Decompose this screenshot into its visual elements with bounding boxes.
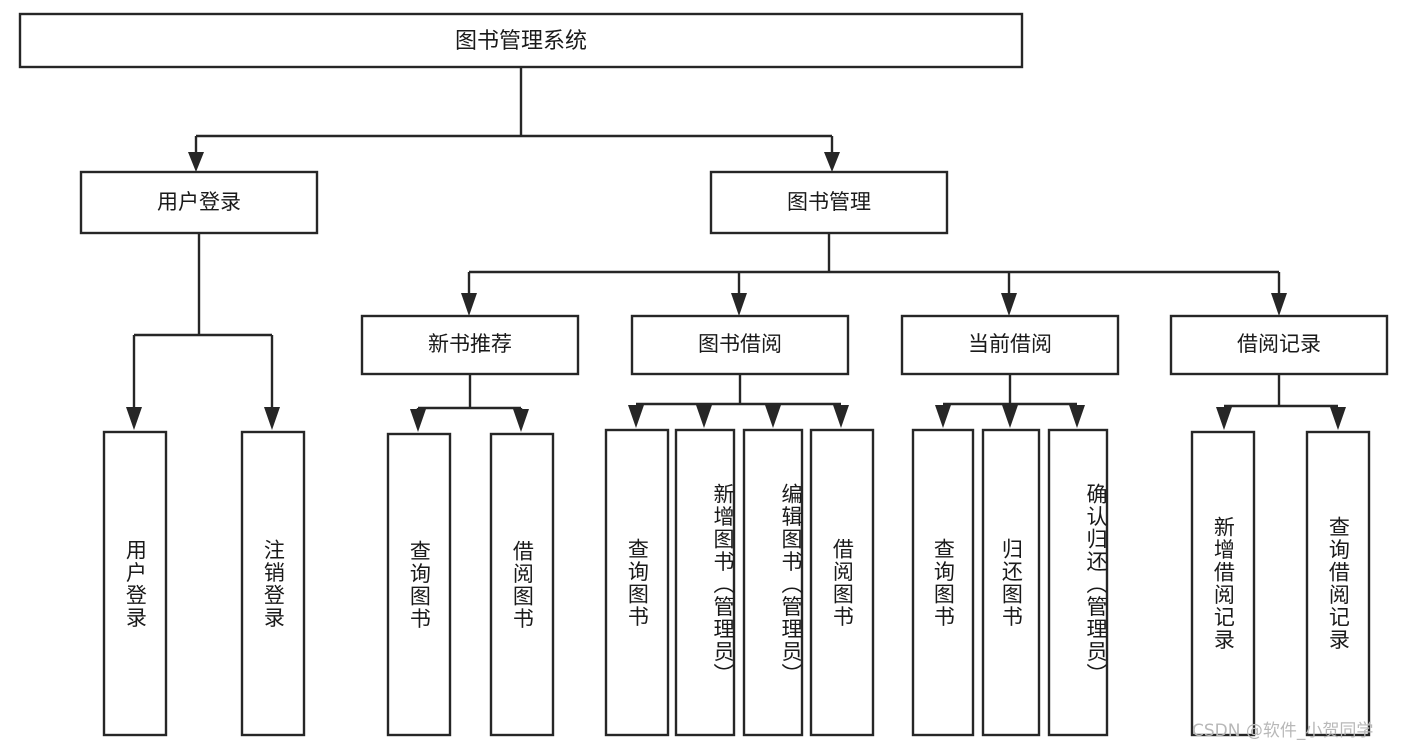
node-user-login-label: 用户登录 [157,190,241,214]
arrow-borrow-record-leaf-0 [1216,407,1232,430]
arrow-user-login-leaf-1 [264,407,280,430]
arrow-book-borrow-leaf-1 [696,405,712,428]
node-borrow-record[interactable]: 借阅记录 [1169,314,1389,376]
node-book-borrow[interactable]: 图书借阅 [630,314,850,376]
arrow-book-borrow-leaf-0 [628,405,644,428]
node-borrow-record-label: 借阅记录 [1237,332,1321,356]
arrow-user-login-leaf-0 [126,407,142,430]
arrow-new-book-leaf-0 [410,409,426,432]
node-new-book-recommend-label: 新书推荐 [428,332,512,356]
node-current-borrow-label: 当前借阅 [968,332,1052,356]
arrow-book-borrow-leaf-3 [833,405,849,428]
leaf-box-borrow-record-1[interactable] [1305,430,1371,737]
csdn-watermark: CSDN @软件_小贺同学 [1192,721,1374,741]
arrow-current-borrow-leaf-0 [935,405,951,428]
leaf-box-book-borrow-0[interactable] [604,428,670,737]
node-book-management-box[interactable] [709,170,949,235]
arrow-to-book-borrow [731,293,747,316]
node-current-borrow[interactable]: 当前借阅 [900,314,1120,376]
arrow-current-borrow-leaf-2 [1069,405,1085,428]
leaf-box-user-login-1[interactable] [240,430,306,737]
node-new-book-recommend[interactable]: 新书推荐 [360,314,580,376]
leaf-box-current-borrow-0[interactable] [911,428,975,737]
leaf-box-new-book-1[interactable] [489,432,555,737]
node-root-box[interactable] [18,12,1024,69]
arrow-to-borrow-record [1271,293,1287,316]
node-root[interactable]: 图书管理系统 [18,12,1024,69]
leaf-box-current-borrow-1[interactable] [981,428,1041,737]
arrow-to-new-book-recommend [461,293,477,316]
node-book-borrow-box[interactable] [630,314,850,376]
arrow-to-user-login [188,152,204,172]
leaf-box-current-borrow-2[interactable] [1047,428,1109,737]
arrow-book-borrow-leaf-2 [765,405,781,428]
node-root-label: 图书管理系统 [455,29,587,54]
node-book-borrow-label: 图书借阅 [698,332,782,356]
node-book-management-label: 图书管理 [787,190,871,214]
leaf-box-user-login-0[interactable] [102,430,168,737]
arrow-to-book-mgmt [824,152,840,172]
node-new-book-recommend-box[interactable] [360,314,580,376]
arrow-current-borrow-leaf-1 [1002,405,1018,428]
arrow-to-current-borrow [1001,293,1017,316]
leaf-box-book-borrow-1[interactable] [674,428,736,737]
leaf-box-book-borrow-3[interactable] [809,428,875,737]
leaf-box-new-book-0[interactable] [386,432,452,737]
node-current-borrow-box[interactable] [900,314,1120,376]
arrow-new-book-leaf-1 [513,409,529,432]
leaf-box-book-borrow-2[interactable] [742,428,804,737]
arrow-borrow-record-leaf-1 [1330,407,1346,430]
node-user-login[interactable]: 用户登录 [79,170,319,235]
node-borrow-record-box[interactable] [1169,314,1389,376]
leaf-box-borrow-record-0[interactable] [1190,430,1256,737]
node-book-management[interactable]: 图书管理 [709,170,949,235]
